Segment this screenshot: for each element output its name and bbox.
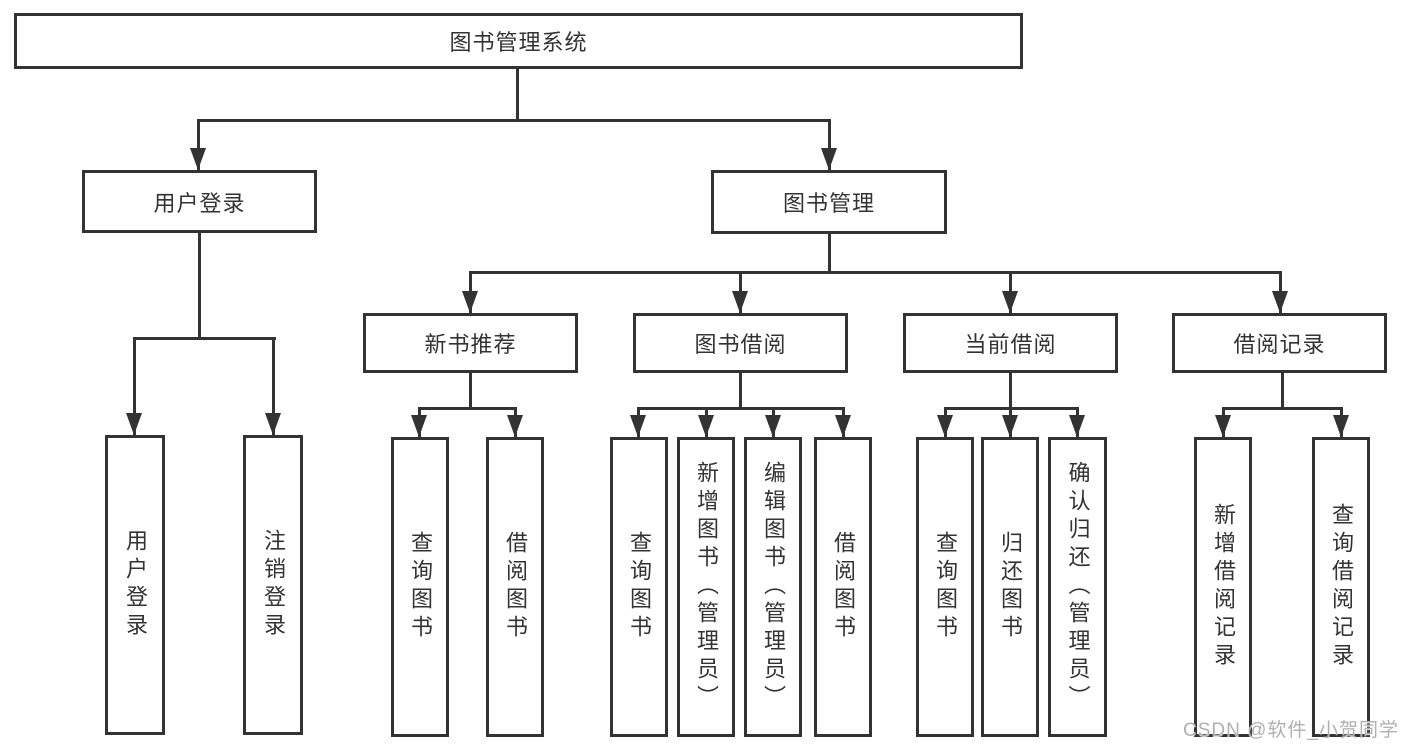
arrowhead-borrow-books <box>835 415 851 437</box>
arrowhead-borrow-books-recommend <box>507 415 523 437</box>
node-user-login: 用户登录 <box>82 170 317 233</box>
arrowhead-book-management <box>821 148 837 170</box>
node-root-library-system: 图书管理系统 <box>14 13 1023 69</box>
arrowhead-query-books-borrow <box>630 415 646 437</box>
connector-bookmgmt-stem <box>828 234 831 274</box>
connector-current-stem <box>1009 373 1012 410</box>
connector-recommend-stem <box>469 373 472 410</box>
leaf-add-borrow-record: 新增借阅记录 <box>1194 437 1252 737</box>
arrowhead-new-book-recommend <box>462 291 478 313</box>
leaf-query-borrow-record: 查询借阅记录 <box>1312 437 1370 737</box>
arrowhead-leaf-user-login <box>126 413 142 435</box>
connector-root-to-book-management <box>828 119 831 171</box>
node-book-management: 图书管理 <box>711 170 947 234</box>
arrowhead-leaf-logout <box>265 413 281 435</box>
node-current-borrow: 当前借阅 <box>903 313 1118 373</box>
arrowhead-borrow-record <box>1272 291 1288 313</box>
connector-bookmgmt-hbar <box>469 271 1282 274</box>
connector-userlogin-stem <box>198 233 201 340</box>
connector-root-to-user-login <box>197 119 200 171</box>
leaf-confirm-return-admin: 确认归还（管理员） <box>1048 437 1107 737</box>
arrowhead-query-borrow-record <box>1333 415 1349 437</box>
arrowhead-user-login <box>190 148 206 170</box>
arrowhead-query-books-recommend <box>411 415 427 437</box>
arrowhead-query-books-current <box>937 415 953 437</box>
node-book-borrow: 图书借阅 <box>633 313 848 373</box>
connector-borrow-hbar <box>637 407 845 410</box>
connector-to-leaf-logout <box>272 337 275 435</box>
arrowhead-add-books-admin <box>698 415 714 437</box>
leaf-borrow-books-recommend: 借阅图书 <box>486 437 544 737</box>
connector-borrow-stem <box>739 373 742 410</box>
leaf-user-login: 用户登录 <box>105 435 165 735</box>
arrowhead-book-borrow <box>732 291 748 313</box>
connector-to-leaf-user-login <box>133 337 136 435</box>
leaf-borrow-books: 借阅图书 <box>814 437 872 737</box>
leaf-add-books-admin: 新增图书（管理员） <box>677 437 735 737</box>
connector-userlogin-hbar <box>133 337 276 340</box>
arrowhead-confirm-return-admin <box>1069 415 1085 437</box>
leaf-query-books-recommend: 查询图书 <box>391 437 449 737</box>
connector-root-stem <box>516 68 519 122</box>
leaf-query-books-current: 查询图书 <box>916 437 974 737</box>
leaf-return-books: 归还图书 <box>981 437 1039 737</box>
connector-record-stem <box>1281 373 1284 410</box>
leaf-logout: 注销登录 <box>243 435 303 735</box>
arrowhead-current-borrow <box>1002 291 1018 313</box>
node-borrow-record: 借阅记录 <box>1172 313 1387 373</box>
node-new-book-recommend: 新书推荐 <box>363 313 578 373</box>
connector-recommend-hbar <box>418 407 517 410</box>
leaf-query-books-borrow: 查询图书 <box>610 437 668 737</box>
arrowhead-add-borrow-record <box>1215 415 1231 437</box>
connector-record-hbar <box>1222 407 1343 410</box>
connector-root-hbar <box>197 119 831 122</box>
arrowhead-edit-books-admin <box>765 415 781 437</box>
arrowhead-return-books <box>1002 415 1018 437</box>
csdn-watermark: CSDN @软件_小贺同学 <box>1183 720 1399 741</box>
leaf-edit-books-admin: 编辑图书（管理员） <box>744 437 802 737</box>
